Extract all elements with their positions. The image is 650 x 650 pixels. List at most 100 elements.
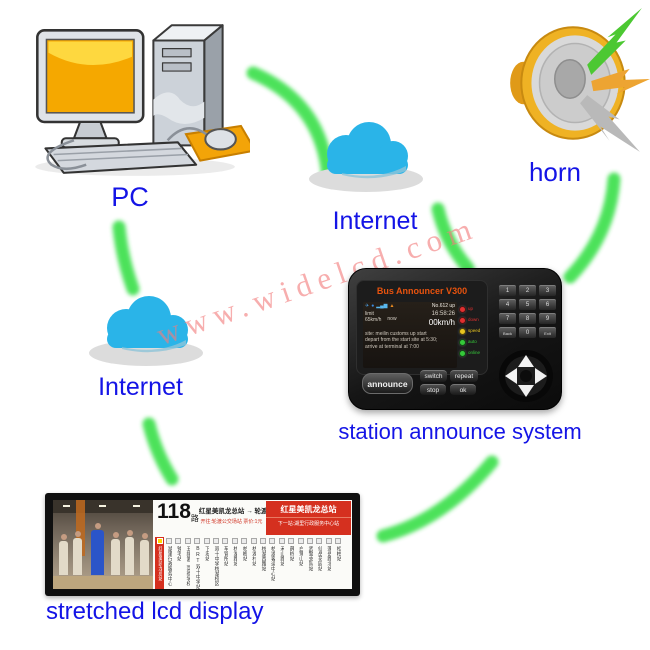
next-station: 下一站:湖里行政服务中心站	[266, 517, 351, 527]
keypad-key-7: 7	[499, 313, 516, 324]
station-name: 莲岳路北站	[326, 546, 332, 571]
gray-bolt-icon	[580, 95, 640, 152]
route-subline: 开往:轮渡公交场站 票价:1元	[200, 519, 263, 525]
station-name: 仙岳花园站	[316, 546, 322, 571]
pc-cable	[46, 139, 87, 171]
keypad-key-5: 5	[519, 299, 536, 310]
device-title: Bus Announcer V300	[376, 286, 468, 296]
route-number-block: 118 路	[153, 500, 199, 535]
internet-left-label: Internet	[98, 373, 183, 401]
terminal-station: 红星美凯龙总站	[280, 505, 337, 514]
photo-figure	[111, 532, 120, 575]
stop-marker-icon	[316, 538, 323, 544]
stop-marker-icon	[213, 538, 220, 544]
limit-value: 65km/h	[365, 317, 382, 323]
horn-illustration	[510, 8, 650, 152]
pc-monitor	[36, 29, 145, 149]
stop-marker-icon	[241, 538, 248, 544]
station-item: 仙岳花园站	[315, 537, 324, 589]
keypad-key-4: 4	[499, 299, 516, 310]
stop-marker-icon	[184, 538, 191, 544]
route-status: No.612 up	[431, 303, 455, 309]
dpad-up-icon	[518, 355, 534, 367]
photo-figure	[59, 534, 68, 575]
pc-illustration	[35, 24, 250, 176]
limit-block: limit 65km/h	[365, 311, 381, 328]
station-item: 莲岳路北站	[324, 537, 333, 589]
stop-button: stop	[420, 384, 446, 395]
photo-figure	[140, 533, 149, 575]
keypad-key-6: 6	[539, 299, 556, 310]
stop-marker-icon	[175, 538, 182, 544]
dpad-left-icon	[505, 368, 517, 384]
led-dot	[459, 306, 466, 313]
photo-floor	[53, 576, 153, 589]
led-dot	[459, 317, 466, 324]
horn-dome	[553, 58, 586, 99]
station-item: 枋湖村站	[249, 537, 258, 589]
device-status-row: ✈ ● ▂▄▆ ▲ No.612 up	[365, 304, 455, 309]
station-name: 枋湖村站	[251, 546, 257, 566]
led-dot	[459, 350, 466, 357]
station-item: BRT双十中学站	[193, 537, 202, 589]
device-info-line: arrive at terminal at 7:00	[365, 343, 419, 350]
device-bezel: Bus Announcer V300 ✈ ● ▂▄▆ ▲ No.612 up l…	[356, 280, 488, 375]
globe-icon: ●	[371, 303, 375, 309]
current-speed: 00km/h	[428, 318, 455, 328]
route-headline: 红星美凯龙总站 → 轮渡公交场站	[198, 508, 294, 515]
station-item: 车管所站	[221, 537, 230, 589]
keypad-key-0: 0	[519, 327, 536, 338]
stop-marker-icon	[203, 538, 210, 544]
station-name: 白鹭山站	[298, 546, 304, 566]
internet-cloud-left	[89, 296, 203, 366]
lcd-screen: 118 路 红星美凯龙总站 → 轮渡公交场站 开往:轮渡公交场站 票价:1元 红…	[53, 500, 352, 589]
announcer-label: station announce system	[338, 419, 582, 444]
cloud-icon	[327, 122, 408, 174]
device-info-line: depart from the start site at 5:30;	[365, 337, 438, 344]
lcd-video-pane	[53, 500, 153, 589]
photo-pillar	[76, 500, 85, 556]
station-name: 枋湖西路站	[260, 546, 266, 571]
station-name: 薛岭站	[288, 546, 294, 561]
device-info-line: site: meilin customs up start	[365, 330, 427, 337]
station-item: 红星美凯龙总站	[155, 537, 165, 589]
station-item: 松柏站	[333, 537, 342, 589]
led-dot	[459, 339, 466, 346]
cloud-icon	[107, 296, 188, 348]
switch-button: switch	[420, 370, 447, 382]
stop-marker-icon	[259, 538, 266, 544]
station-name: 湖里行政服务中心	[166, 546, 172, 586]
led-label: up	[468, 306, 474, 312]
stop-marker-icon	[335, 538, 342, 544]
photo-figure	[125, 530, 134, 575]
pc-mouse	[166, 124, 250, 162]
arc-internet-left-to-lcd	[142, 417, 179, 486]
device-lcd: ✈ ● ▂▄▆ ▲ No.612 up limit 65km/h now 16:…	[363, 302, 457, 368]
station-item: 双十中学枋湖校区	[211, 537, 220, 589]
led-dot	[459, 328, 466, 335]
stop-marker-icon	[166, 538, 173, 544]
keypad-key-3: 3	[539, 285, 556, 296]
station-name: 武警支队站	[307, 546, 313, 571]
photo-figure-blue	[91, 523, 104, 575]
stop-marker-icon	[156, 538, 163, 544]
stop-marker-icon	[269, 538, 276, 544]
keypad-key-1: 1	[499, 285, 516, 296]
station-name: 双十中学枋湖校区	[213, 546, 219, 586]
dpad	[499, 350, 553, 402]
keypad-key-Back: Back	[499, 327, 516, 338]
stop-marker-icon	[288, 538, 295, 544]
lcd-label: stretched lcd display	[46, 598, 264, 625]
horn-label: horn	[528, 157, 582, 187]
route-header: 118 路 红星美凯龙总站 → 轮渡公交场站 开往:轮渡公交场站 票价:1元 红…	[153, 500, 352, 535]
station-name: 松柏站	[335, 546, 341, 561]
route-number: 118	[157, 500, 191, 523]
announce-button: announce	[362, 373, 413, 394]
repeat-button: repeat	[450, 370, 478, 382]
station-item: 白鹭山站	[296, 537, 305, 589]
station-item: 武警支队站	[305, 537, 314, 589]
photo-lamp	[99, 505, 106, 507]
